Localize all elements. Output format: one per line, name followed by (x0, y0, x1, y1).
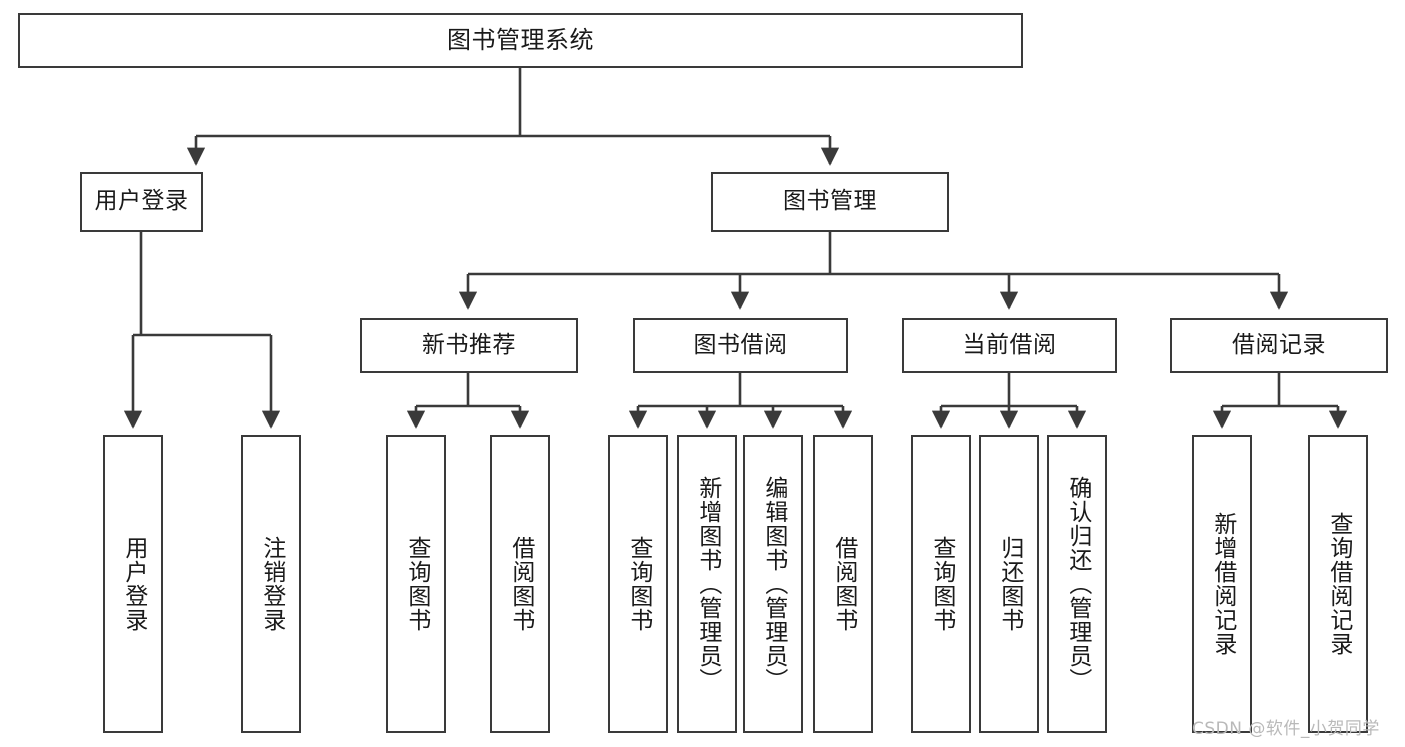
node-leaf-query-record[interactable]: 查询借阅记录 (1308, 435, 1368, 733)
node-book-borrow[interactable]: 图书借阅 (633, 318, 848, 373)
node-borrow-record[interactable]: 借阅记录 (1170, 318, 1388, 373)
node-root-system[interactable]: 图书管理系统 (18, 13, 1023, 68)
node-user-login[interactable]: 用户登录 (80, 172, 203, 232)
node-leaf-borrow-book-2[interactable]: 借阅图书 (813, 435, 873, 733)
node-leaf-add-record[interactable]: 新增借阅记录 (1192, 435, 1252, 733)
node-new-book-recommend-label: 新书推荐 (422, 331, 516, 358)
csdn-watermark: CSDN @软件_小贺同学 (1192, 719, 1380, 739)
node-leaf-edit-book-label: 编辑图书（管理员） (760, 476, 787, 692)
node-leaf-confirm-return-label: 确认归还（管理员） (1064, 476, 1091, 692)
node-leaf-query-record-label: 查询借阅记录 (1325, 512, 1352, 656)
node-leaf-return-book[interactable]: 归还图书 (979, 435, 1039, 733)
node-leaf-query-book-1-label: 查询图书 (403, 536, 430, 632)
node-leaf-user-login[interactable]: 用户登录 (103, 435, 163, 733)
node-leaf-query-book-3[interactable]: 查询图书 (911, 435, 971, 733)
node-leaf-edit-book[interactable]: 编辑图书（管理员） (743, 435, 803, 733)
node-leaf-borrow-book-1-label: 借阅图书 (507, 536, 534, 632)
node-borrow-record-label: 借阅记录 (1232, 331, 1326, 358)
node-leaf-query-book-1[interactable]: 查询图书 (386, 435, 446, 733)
node-book-borrow-label: 图书借阅 (693, 331, 788, 358)
node-leaf-add-book[interactable]: 新增图书（管理员） (677, 435, 737, 733)
node-leaf-borrow-book-2-label: 借阅图书 (830, 536, 857, 632)
node-leaf-user-login-label: 用户登录 (120, 536, 147, 632)
node-leaf-query-book-2[interactable]: 查询图书 (608, 435, 668, 733)
node-root-system-label: 图书管理系统 (447, 26, 594, 55)
node-new-book-recommend[interactable]: 新书推荐 (360, 318, 578, 373)
node-book-management-label: 图书管理 (783, 188, 877, 215)
node-leaf-logout[interactable]: 注销登录 (241, 435, 301, 733)
node-leaf-query-book-3-label: 查询图书 (928, 536, 955, 632)
node-user-login-label: 用户登录 (94, 188, 189, 215)
node-current-borrow[interactable]: 当前借阅 (902, 318, 1117, 373)
node-leaf-confirm-return[interactable]: 确认归还（管理员） (1047, 435, 1107, 733)
node-leaf-add-record-label: 新增借阅记录 (1209, 512, 1236, 656)
node-leaf-logout-label: 注销登录 (258, 536, 285, 632)
node-current-borrow-label: 当前借阅 (962, 331, 1057, 358)
node-book-management[interactable]: 图书管理 (711, 172, 949, 232)
node-leaf-return-book-label: 归还图书 (996, 536, 1023, 632)
node-leaf-borrow-book-1[interactable]: 借阅图书 (490, 435, 550, 733)
node-leaf-add-book-label: 新增图书（管理员） (694, 476, 721, 692)
node-leaf-query-book-2-label: 查询图书 (625, 536, 652, 632)
